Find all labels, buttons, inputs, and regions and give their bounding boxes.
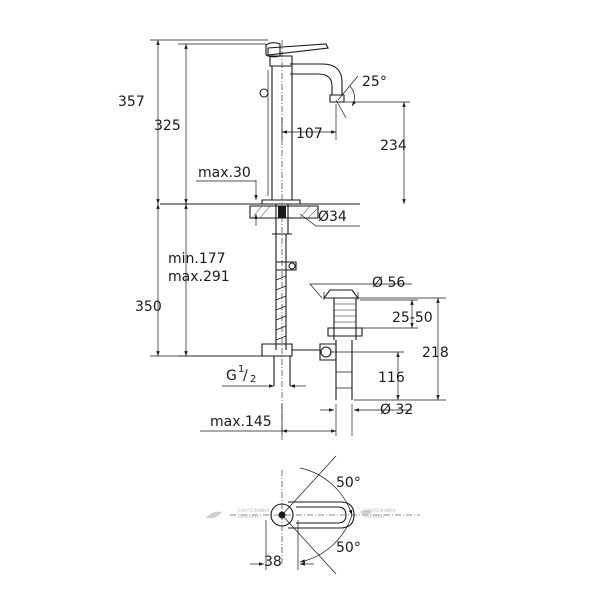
dim-swivel-bottom: 50° — [336, 540, 361, 556]
dim-connection-num: 1 — [238, 364, 244, 375]
watermark-left-line2: ОНЛАЙН — [238, 513, 258, 520]
dim-connection-den: 2 — [250, 374, 256, 385]
dim-waste-pipe: Ø 32 — [380, 402, 413, 418]
dim-spout-height: 234 — [380, 138, 407, 154]
dim-hose-max: max.291 — [168, 269, 230, 285]
dim-spout-reach: 107 — [296, 126, 323, 142]
dim-waste-height: 218 — [422, 345, 449, 361]
dim-total-height: 357 — [118, 94, 145, 110]
dim-connection-slash: / — [243, 368, 248, 384]
watermark-right-line2: ОНЛАЙН — [364, 513, 384, 520]
dim-hose-min: min.177 — [168, 251, 226, 267]
supply-hoses — [261, 234, 320, 386]
dim-spout-angle: 25° — [362, 74, 387, 90]
dim-waste-cap: Ø 56 — [372, 275, 405, 291]
dim-waste-range: 25-50 — [392, 310, 433, 326]
faucet-side-view — [259, 40, 345, 440]
dim-connection-g: G — [226, 368, 237, 384]
dim-shank-diameter: Ø34 — [318, 209, 347, 225]
dim-swivel-top: 50° — [336, 475, 361, 491]
watermark: САНТЕХНИКА- ОНЛАЙН САНТЕХНИКА- ОНЛАЙН — [206, 508, 397, 520]
watermark-right-line1: САНТЕХНИКА- — [364, 508, 397, 514]
watermark-left-line1: САНТЕХНИКА- — [238, 508, 271, 514]
deck-section — [160, 203, 360, 235]
dimension-labels: 357 325 25° 107 234 max.30 Ø34 min.177 m… — [118, 74, 449, 570]
dim-body-height: 325 — [154, 118, 181, 134]
popup-waste — [319, 289, 363, 400]
dim-deck-thickness: max.30 — [198, 165, 251, 181]
dimension-lines — [150, 39, 446, 436]
faucet-top-view — [230, 455, 420, 575]
dim-base-width: 38 — [264, 554, 282, 570]
dim-waste-outlet-height: 116 — [378, 370, 405, 386]
dim-connection-reach: max.145 — [210, 414, 272, 430]
dim-below-deck: 350 — [135, 299, 162, 315]
